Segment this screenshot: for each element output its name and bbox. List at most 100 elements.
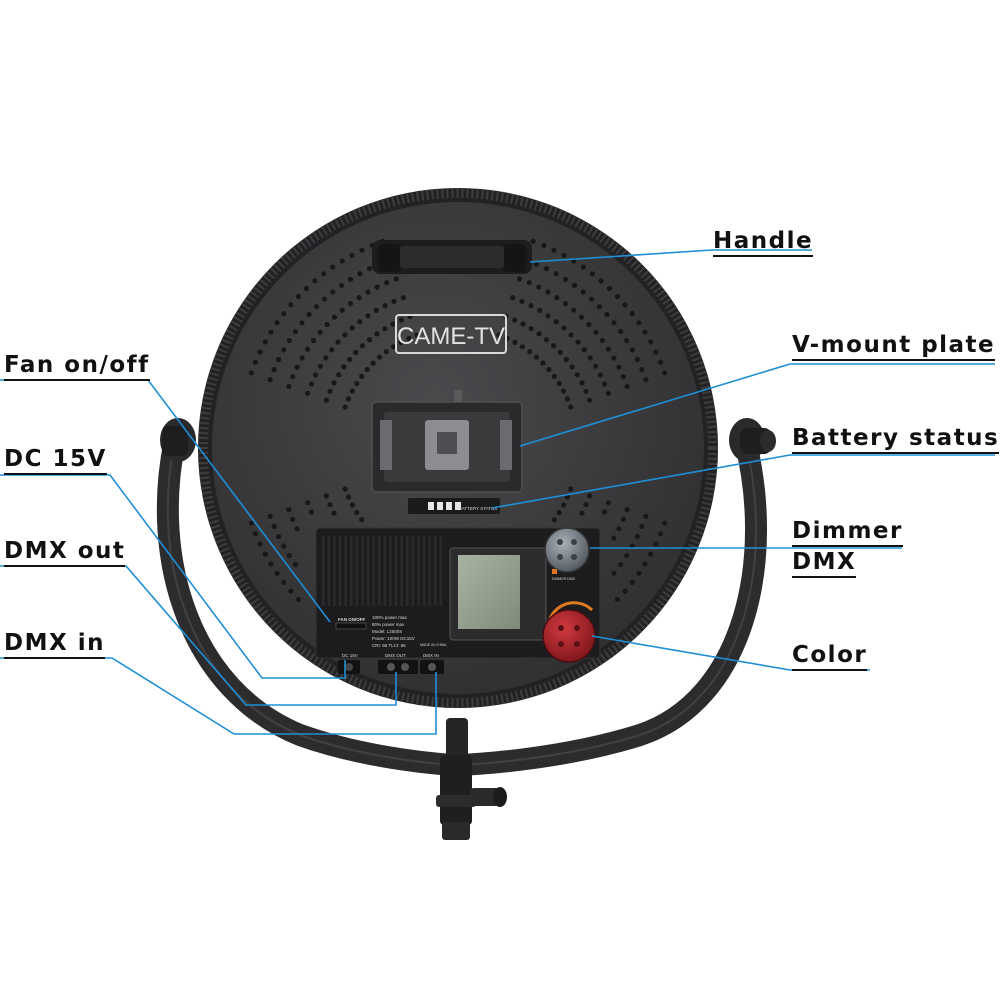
- heatsink-fin: [366, 536, 370, 606]
- vent-hole: [349, 252, 355, 258]
- vent-hole: [536, 284, 542, 290]
- vent-hole: [611, 355, 617, 361]
- vent-hole: [306, 311, 312, 318]
- callout-handle-label: Handle: [713, 228, 814, 257]
- heatsink-fin: [400, 536, 403, 606]
- vent-hole: [588, 296, 595, 302]
- callout-color-label: Color: [792, 642, 868, 671]
- vent-hole: [551, 373, 557, 379]
- vent-hole: [511, 317, 518, 323]
- vent-hole: [331, 510, 337, 516]
- vent-hole: [359, 373, 365, 379]
- vent-hole: [541, 242, 547, 248]
- vent-hole: [342, 332, 348, 338]
- heatsink-fin: [439, 536, 443, 606]
- vent-hole: [349, 388, 355, 394]
- vent-hole: [248, 370, 254, 376]
- vent-hole: [662, 370, 668, 376]
- vent-hole: [629, 579, 635, 586]
- vent-hole: [414, 332, 420, 338]
- lcd-screen: [458, 555, 520, 629]
- vent-hole: [276, 533, 282, 540]
- vent-hole: [330, 264, 336, 270]
- vent-hole: [546, 366, 552, 373]
- port-dc-label: DC 15V: [342, 653, 358, 658]
- vent-hole: [286, 552, 292, 559]
- vent-hole: [580, 289, 586, 295]
- vent-hole: [299, 320, 305, 326]
- vent-hole: [303, 285, 310, 292]
- panel-made-in: MADE IN CHINA: [420, 643, 447, 647]
- vent-hole: [611, 535, 617, 541]
- vent-hole: [605, 390, 612, 396]
- vent-hole: [342, 404, 348, 410]
- vent-hole: [528, 326, 534, 332]
- callout-dmx-out: DMX out: [4, 536, 126, 567]
- vent-hole: [605, 500, 612, 506]
- leader-dmx-in: [0, 657, 437, 735]
- vent-hole: [323, 397, 329, 403]
- vent-hole: [248, 520, 254, 526]
- vent-hole: [616, 364, 622, 370]
- vent-hole: [390, 321, 396, 327]
- vent-hole: [618, 561, 624, 568]
- vent-hole: [308, 381, 314, 387]
- vent-hole: [561, 252, 567, 258]
- vent-hole: [553, 319, 559, 325]
- vent-hole: [286, 337, 292, 344]
- vent-hole: [308, 509, 314, 515]
- vent-hole: [512, 339, 518, 345]
- dimmer-dmx-label: DIMMER DMX: [552, 577, 576, 581]
- vent-hole: [636, 570, 642, 576]
- vent-hole: [288, 302, 294, 308]
- vent-hole: [527, 349, 533, 355]
- heatsink-fin: [411, 536, 415, 606]
- vent-hole: [267, 513, 273, 520]
- vent-hole: [400, 295, 406, 301]
- vent-hole: [305, 390, 311, 396]
- heatsink-fin: [389, 536, 392, 606]
- panel-spec-line: 80% power max: [372, 622, 405, 627]
- callout-dmx-out-label: DMX out: [4, 538, 126, 567]
- vent-hole: [366, 337, 373, 343]
- vent-hole: [406, 335, 412, 342]
- vent-hole: [341, 364, 347, 370]
- heatsink-fin: [372, 536, 375, 606]
- vent-hole: [599, 337, 606, 344]
- vent-hole: [602, 509, 608, 515]
- vent-hole: [639, 523, 645, 530]
- vent-hole: [556, 509, 562, 516]
- vent-hole: [295, 293, 302, 300]
- vent-hole: [517, 276, 523, 282]
- vent-hole: [561, 502, 567, 508]
- vent-hole: [281, 311, 287, 317]
- vent-hole: [583, 388, 589, 394]
- vent-hole: [562, 301, 569, 307]
- leader-fan: [0, 379, 331, 623]
- heatsink-fin: [406, 536, 409, 606]
- vent-hole: [347, 301, 354, 307]
- vent-hole: [561, 388, 567, 394]
- vent-hole: [294, 364, 300, 370]
- vent-hole: [327, 502, 333, 508]
- vent-hole: [620, 374, 626, 380]
- heatsink-fin: [422, 536, 426, 606]
- vent-hole: [398, 339, 404, 345]
- vent-hole: [622, 588, 628, 594]
- heatsink-fin: [327, 536, 331, 606]
- vent-hole: [634, 533, 641, 540]
- vent-hole: [359, 343, 365, 349]
- vent-hole: [370, 360, 376, 366]
- vent-hole: [642, 329, 648, 335]
- vent-hole: [571, 282, 578, 288]
- vent-hole: [587, 355, 593, 361]
- vent-hole: [374, 284, 380, 290]
- vent-hole: [281, 347, 287, 353]
- vent-hole: [551, 247, 557, 253]
- vent-hole: [281, 579, 287, 586]
- vent-hole: [311, 337, 317, 344]
- vent-hole: [330, 289, 336, 295]
- vent-hole: [357, 271, 363, 277]
- vent-hole: [294, 526, 300, 532]
